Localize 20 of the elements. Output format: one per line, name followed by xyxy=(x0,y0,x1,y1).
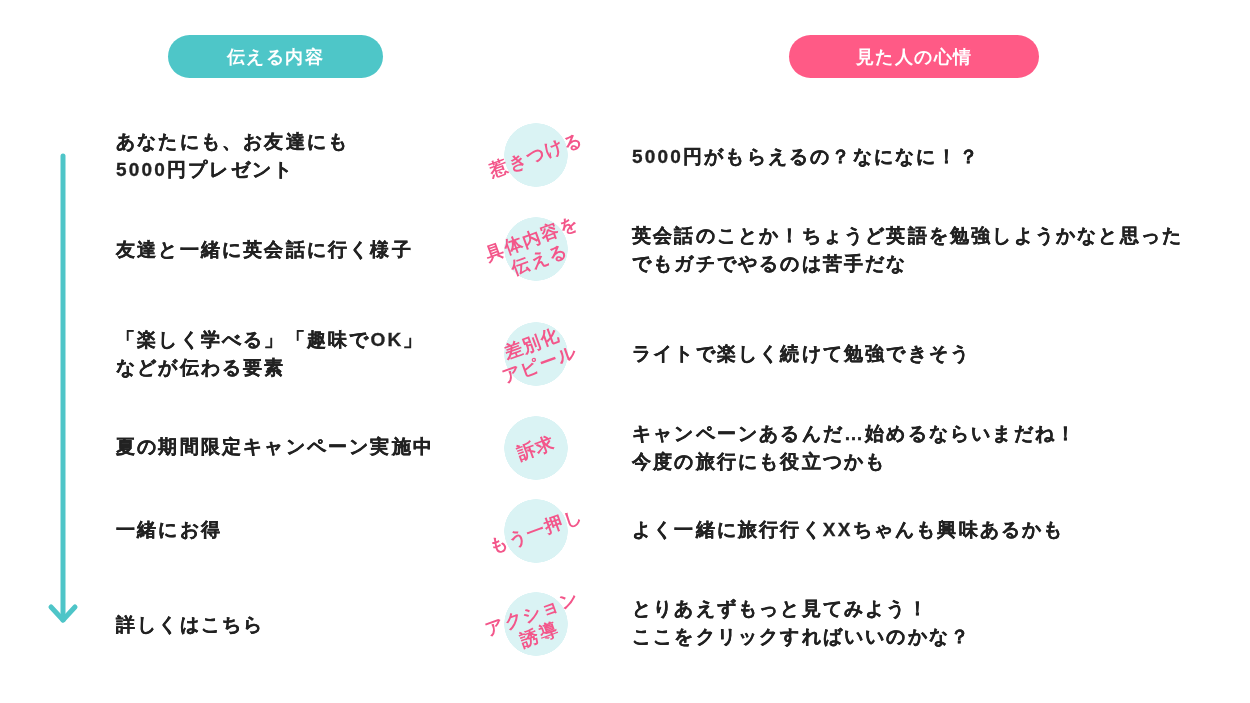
message-text: あなたにも、お友達にも5000円プレゼント xyxy=(116,130,350,182)
reaction-text: ライトで楽しく続けて勉強できそう xyxy=(632,342,972,366)
stage-label: 惹きつける xyxy=(486,128,586,182)
message-text: 詳しくはこちら xyxy=(116,613,265,637)
reaction-text: よく一緒に旅行行くXXちゃんも興味あるかも xyxy=(632,518,1065,542)
reaction-text: 英会話のことか！ちょうど英語を勉強しようかなと思ったでもガチでやるのは苦手だな xyxy=(632,224,1184,276)
reaction-text: とりあえずもっと見てみよう！ここをクリックすればいいのかな？ xyxy=(632,597,972,649)
stage-label: もう一押し xyxy=(486,504,586,558)
stage-label: アクション誘導 xyxy=(482,586,583,653)
stage-label: 訴求 xyxy=(513,431,559,465)
message-text: 一緒にお得 xyxy=(116,518,222,542)
reaction-text: 5000円がもらえるの？なになに！？ xyxy=(632,145,980,169)
stage-label: 差別化アピール xyxy=(498,323,581,388)
column-header: 伝える内容 xyxy=(168,35,383,78)
column-header: 見た人の心情 xyxy=(789,35,1039,78)
message-text: 友達と一緒に英会話に行く様子 xyxy=(116,238,413,262)
stage-label: 具体内容を伝える xyxy=(482,211,583,281)
message-text: 夏の期間限定キャンペーン実施中 xyxy=(116,435,434,459)
message-text: 「楽しく学べる」「趣味でOK」などが伝わる要素 xyxy=(116,328,425,380)
reaction-text: キャンペーンあるんだ…始めるならいまだね！今度の旅行にも役立つかも xyxy=(632,422,1078,474)
